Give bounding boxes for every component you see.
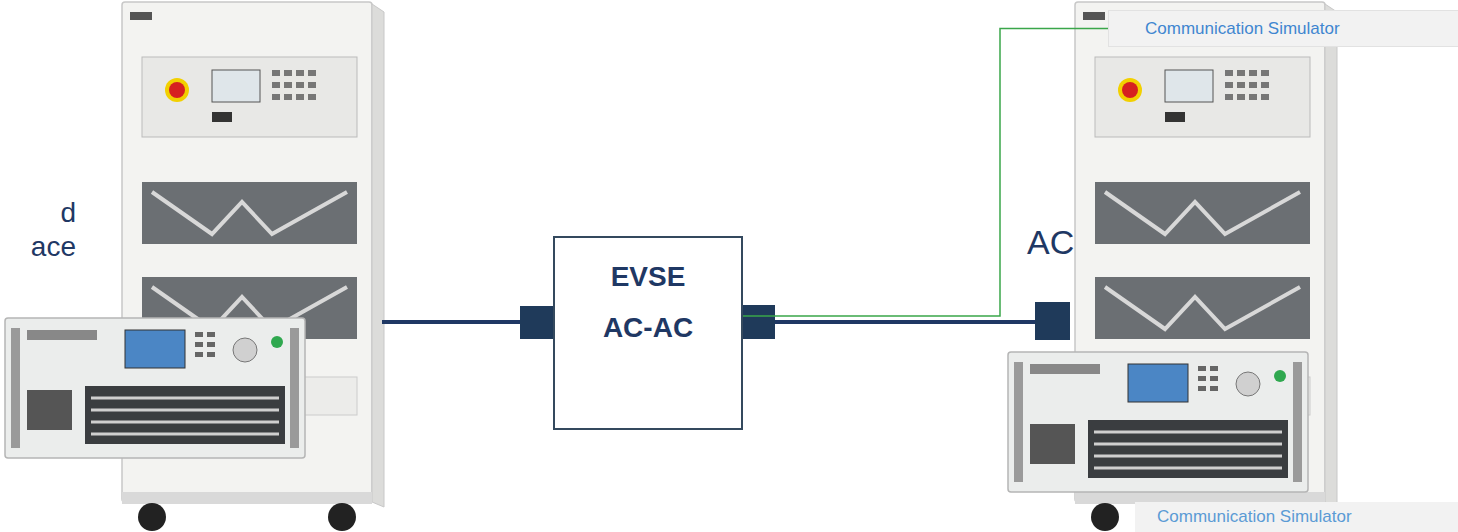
power-unit [1008, 352, 1308, 492]
connector [742, 305, 775, 339]
cropped-label: d [0, 196, 76, 230]
connector [520, 306, 554, 339]
simulator-label-box: Communication Simulator [1108, 10, 1458, 47]
cropped-label: ace [0, 230, 76, 264]
power-line [382, 320, 520, 324]
power-unit [5, 318, 305, 458]
connector [1035, 302, 1070, 340]
simulator-label-box: Communication Simulator [1135, 502, 1458, 532]
signal-wire [743, 29, 1108, 317]
node-text: Communication Simulator [1157, 506, 1352, 528]
signal-label: AC [1027, 222, 1074, 263]
node-text: AC-AC [603, 311, 693, 345]
node-text: EVSE [611, 260, 686, 294]
power-line [775, 320, 1036, 324]
node-text: Communication Simulator [1145, 18, 1340, 40]
evse-box: EVSE AC-AC [553, 236, 743, 430]
